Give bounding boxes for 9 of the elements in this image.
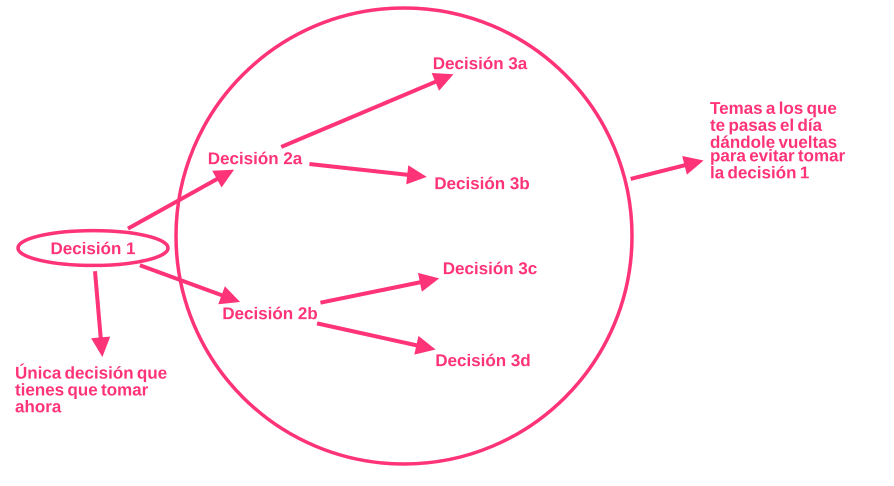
- note-text: Temas a los que te pasas el día dándole vueltas para evitar tomar la decisión 1: [710, 102, 845, 178]
- note-text: Única decisión que tienes que tomar ahora: [15, 364, 167, 412]
- decision-label: Decisión 3a: [434, 56, 528, 70]
- decision-label: Decisión 2a: [208, 152, 302, 164]
- large-circle: [174, 6, 634, 466]
- decision-label: Decisión 3c: [444, 262, 537, 274]
- decision-label: Decisión 2b: [223, 306, 317, 320]
- decision-label: Decisión 3d: [436, 354, 530, 366]
- decision-label: Decisión 3b: [435, 176, 529, 190]
